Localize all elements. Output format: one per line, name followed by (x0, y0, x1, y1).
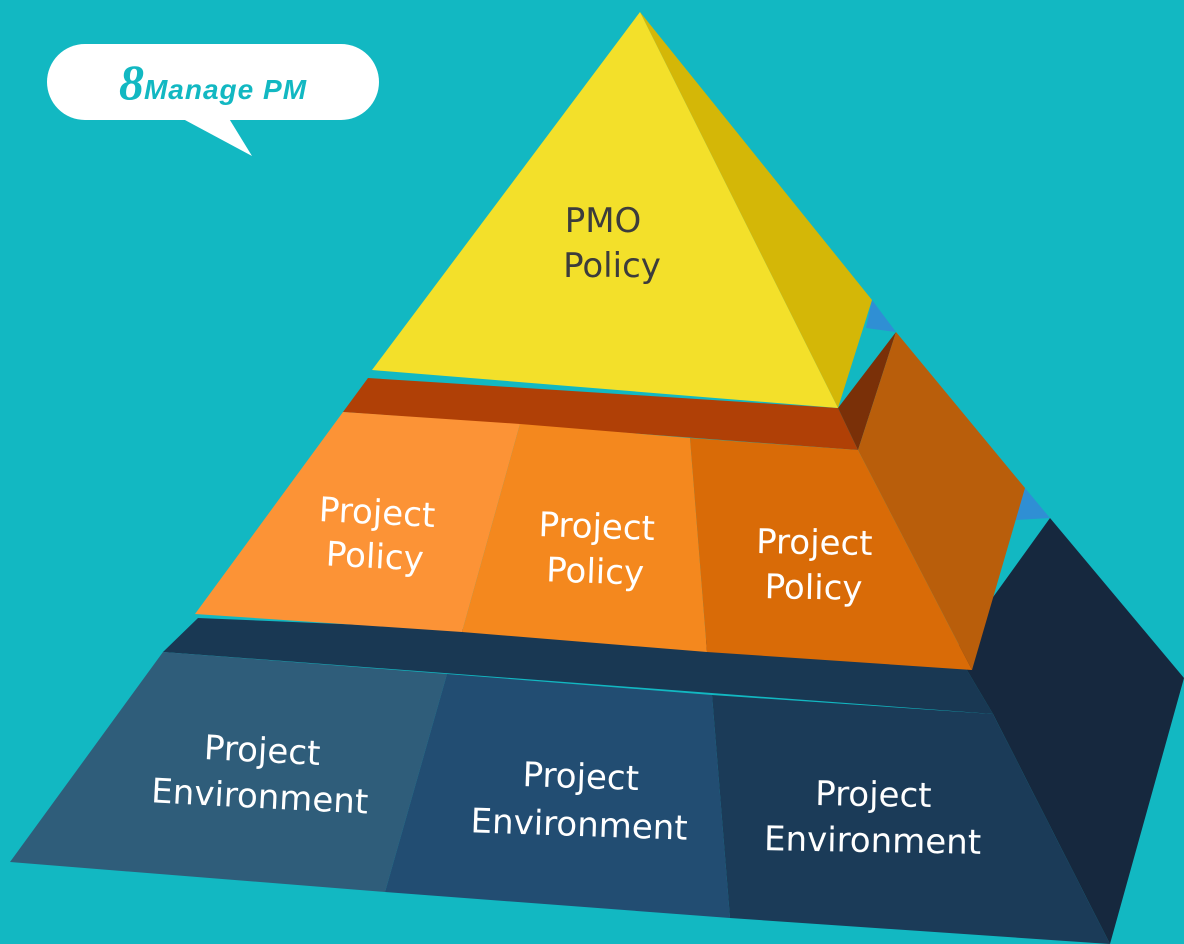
bottom-tier-side-blue (1015, 488, 1050, 520)
top-tier-side (640, 12, 872, 408)
middle-tier-label-3-line1: Project (756, 522, 873, 564)
top-tier-label-line1: PMO (565, 201, 642, 241)
middle-tier-side-blue (866, 300, 896, 332)
top-tier-label-line2: Policy (563, 246, 661, 286)
bottom-tier-face-1 (10, 652, 447, 892)
middle-tier (195, 300, 1025, 670)
middle-tier-side-dark (838, 332, 896, 450)
middle-tier-label-2: Project Policy (538, 505, 656, 594)
middle-tier-label-3: Project Policy (756, 522, 873, 609)
bottom-tier-label-2-line1: Project (522, 755, 640, 799)
middle-tier-label-1-line1: Project (318, 490, 436, 536)
middle-tier-label-1: Project Policy (318, 490, 436, 579)
top-tier-face (372, 12, 838, 408)
bottom-tier-face-3 (712, 695, 1110, 944)
bottom-tier-label-3-line2: Environment (764, 819, 982, 863)
logo-digit: 8 (118, 54, 144, 110)
middle-tier-label-2-line2: Policy (546, 550, 645, 593)
bottom-tier-side-dark (955, 518, 1184, 944)
logo-word: Manage PM (143, 74, 308, 105)
bottom-tier-label-2-line2: Environment (470, 801, 688, 849)
logo-bubble: 8 Manage PM (47, 44, 379, 120)
bottom-tier-ledge (163, 618, 993, 714)
bottom-tier-label-2: Project Environment (470, 755, 688, 849)
bottom-tier-label-1-line1: Project (203, 728, 321, 774)
middle-tier-face-2 (462, 424, 707, 652)
logo: 8 Manage PM (119, 57, 307, 107)
middle-tier-side (858, 332, 1025, 670)
bottom-tier-face-2 (385, 674, 730, 918)
middle-tier-face-1 (195, 412, 520, 632)
middle-tier-face-3 (690, 438, 972, 670)
middle-tier-ledge (343, 378, 858, 450)
middle-tier-label-2-line1: Project (538, 505, 656, 549)
bottom-tier (10, 488, 1184, 944)
top-tier (372, 12, 872, 408)
middle-tier-label-3-line2: Policy (764, 567, 862, 609)
middle-tier-label-1-line2: Policy (325, 534, 425, 579)
bottom-tier-label-3-line1: Project (815, 774, 932, 816)
bottom-tier-label-3: Project Environment (764, 774, 982, 863)
